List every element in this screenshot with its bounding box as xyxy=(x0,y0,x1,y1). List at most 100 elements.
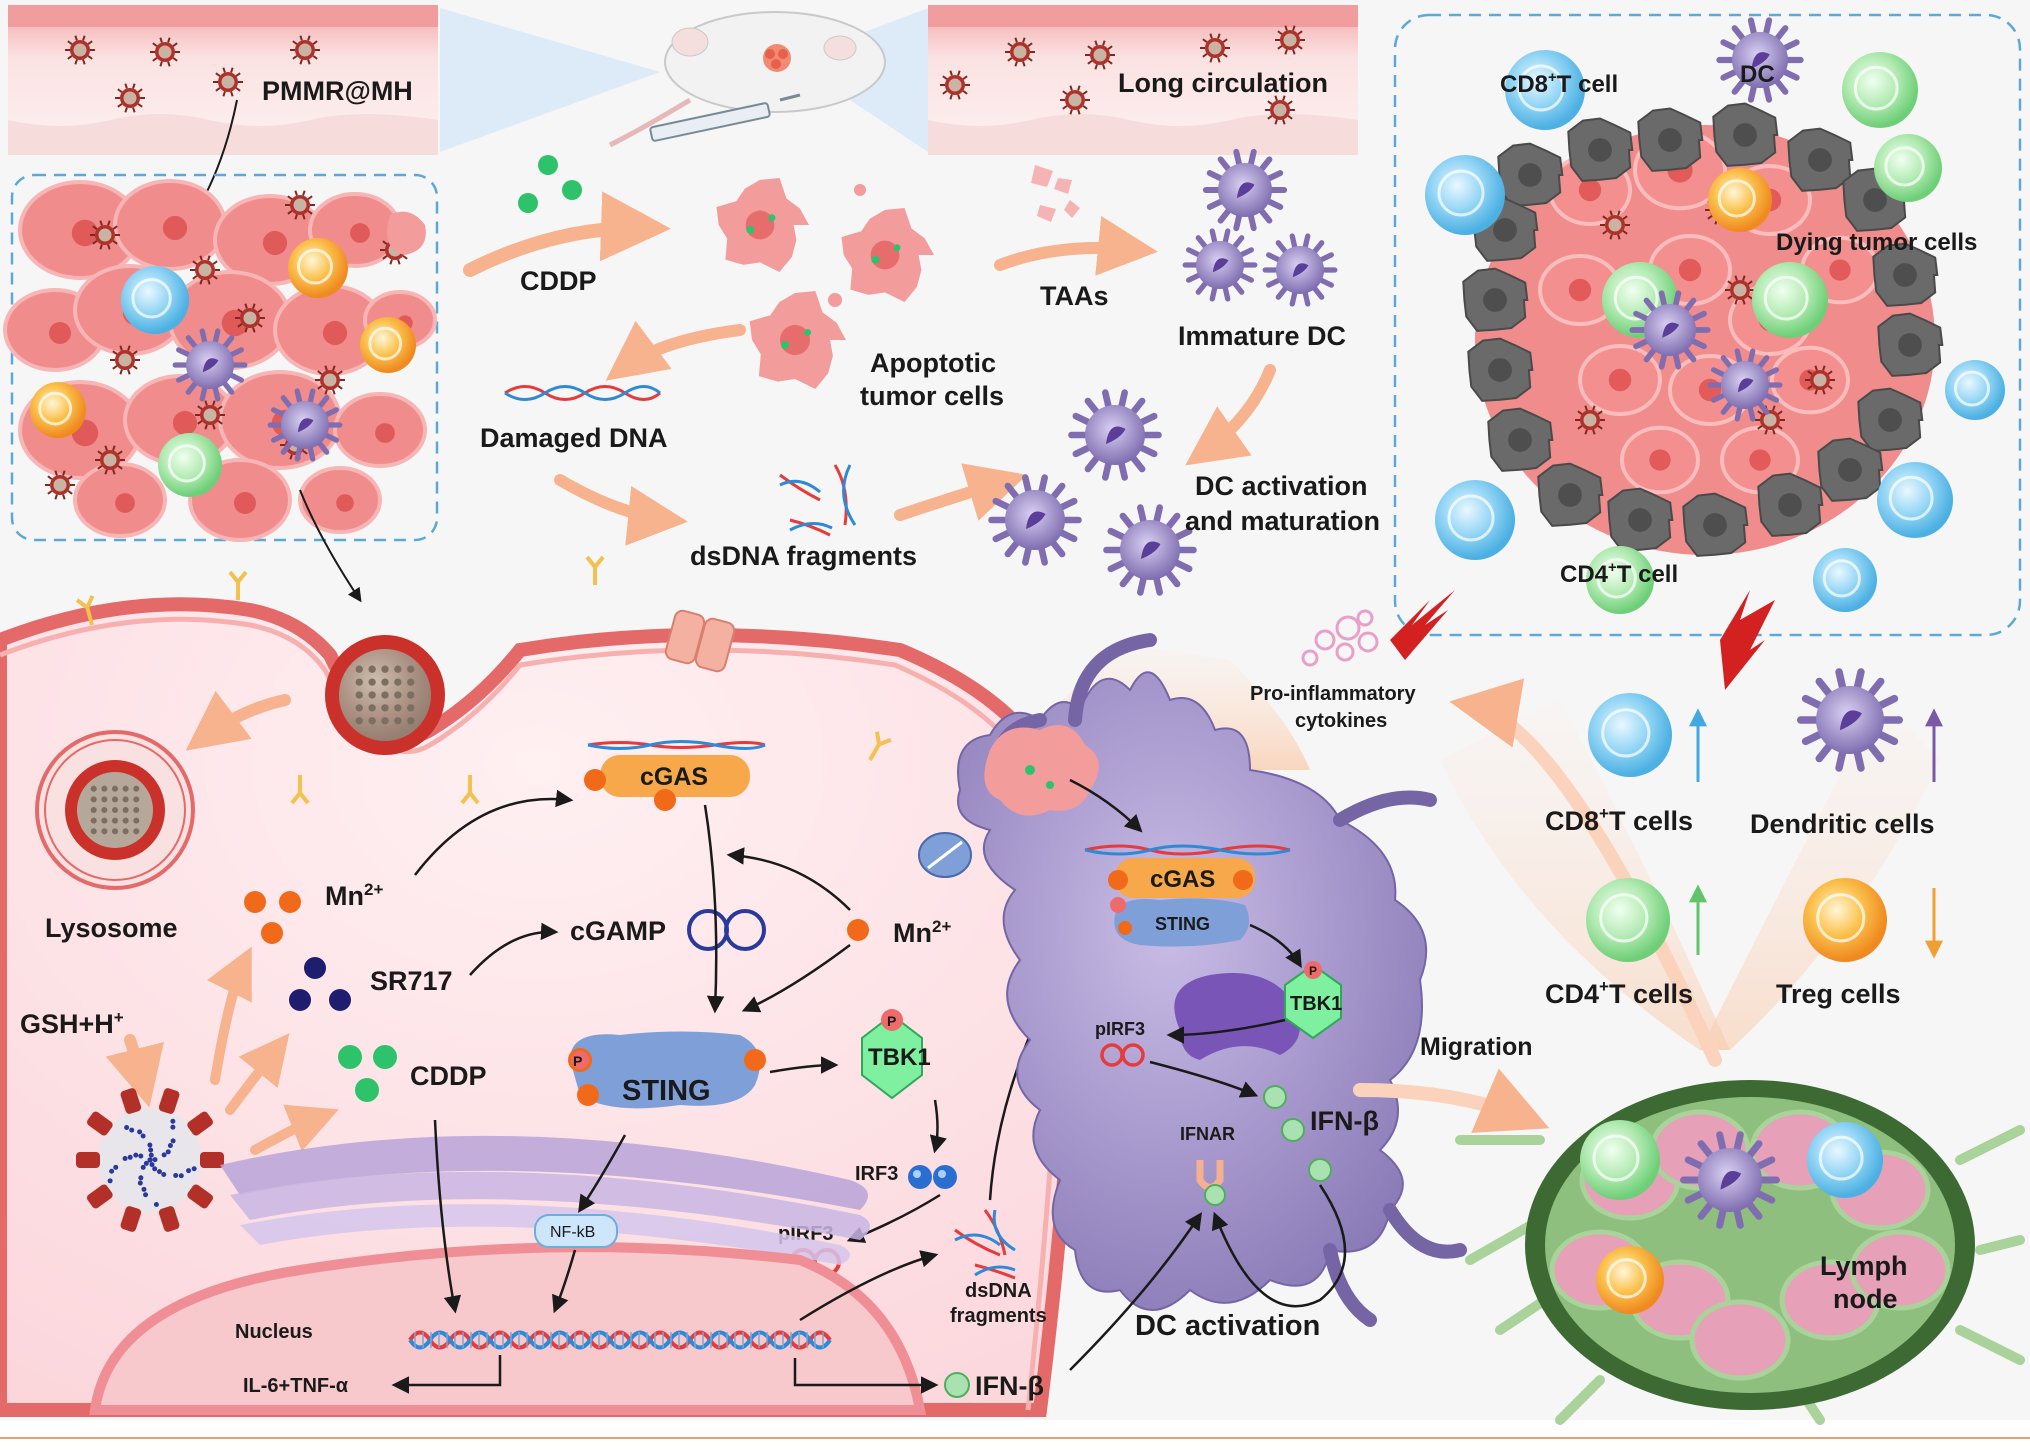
dsdna-top-label: dsDNA fragments xyxy=(690,541,917,571)
nanoparticle-icon xyxy=(1600,210,1630,240)
cgamp-label: cGAMP xyxy=(570,916,666,946)
arrow-to-cytokines xyxy=(1449,678,1722,1067)
degraded-fragment xyxy=(75,1151,101,1169)
ifnb-dc-molecule-3 xyxy=(1308,1158,1332,1182)
tme-dc-cell xyxy=(1707,348,1783,422)
tissue-treg-cell xyxy=(288,238,348,298)
sting-dc xyxy=(1110,897,1249,947)
tbk1-dc-p: P xyxy=(1309,964,1317,978)
dc-membrane-channel xyxy=(918,832,972,878)
arrow-to-ifnb xyxy=(793,1358,939,1394)
tme-cd8-cell xyxy=(1813,548,1877,612)
arrow-sting-dc-to-tbk1 xyxy=(1249,923,1302,969)
blood-vessel-right xyxy=(928,5,1358,155)
nanoparticle-icon xyxy=(1005,37,1035,67)
nanoparticle-icon xyxy=(95,445,125,475)
mouse-illustration xyxy=(608,11,886,148)
degraded-fragment xyxy=(120,1206,142,1232)
sting-protein xyxy=(568,1031,766,1109)
dc-activation-label-1: DC activation xyxy=(1195,471,1368,501)
lymph-node xyxy=(1455,1080,2025,1425)
tme-cd4-cell xyxy=(1586,546,1654,614)
lysosome xyxy=(35,730,195,890)
lymph-cd8-icon xyxy=(1588,693,1672,777)
damaged-dna-strand xyxy=(504,385,661,401)
nanoparticle-icon xyxy=(290,35,320,65)
tme-cd8-cell xyxy=(1877,462,1953,538)
circulating-nanoparticles xyxy=(65,25,1305,125)
nanoparticle-icon xyxy=(1265,95,1295,125)
nuclear-dna xyxy=(408,1330,832,1350)
activated-dc xyxy=(1103,504,1197,596)
gsh-label: GSH+H+ xyxy=(20,1008,124,1039)
taa-fragments xyxy=(1031,165,1080,222)
degraded-fragment xyxy=(158,1088,180,1114)
tissue-treg-cell xyxy=(360,317,416,373)
receptor-icon xyxy=(290,775,310,805)
cgamp-rings xyxy=(687,909,766,951)
dying-tumor-cell xyxy=(1787,127,1854,192)
nanoparticle-icon xyxy=(1200,33,1230,63)
ifnb-molecule-left xyxy=(944,1372,970,1398)
arrow-to-cytokines xyxy=(391,1355,502,1394)
cgas-complex-left xyxy=(584,740,766,811)
ifnb-dc-molecule-2 xyxy=(1281,1118,1305,1142)
endocytosis-nanoparticle xyxy=(325,635,445,755)
arrow-cgas-to-sting xyxy=(703,804,725,1014)
dying-tumor-cell xyxy=(1567,117,1634,182)
lymph-follicle xyxy=(1689,1299,1791,1381)
irf3-dimer xyxy=(908,1165,957,1189)
node-treg-cell xyxy=(1596,1246,1664,1314)
arrow-to-lysosome xyxy=(185,690,291,751)
nanoparticle-icon xyxy=(1575,405,1605,435)
dying-tumor-cell xyxy=(1462,267,1529,332)
cddp-dots-cell xyxy=(338,1045,397,1102)
activated-dc-group xyxy=(988,389,1197,596)
tme-dc-cell xyxy=(1716,17,1804,103)
zoom-beam-left xyxy=(440,8,660,152)
tumor-microenvironment-box xyxy=(1393,13,2022,637)
tme-cd4-cell xyxy=(1874,134,1942,202)
ifnar-receptor xyxy=(1196,1160,1226,1206)
membrane-channel xyxy=(664,609,736,673)
il6-tnf-label: IL-6+TNF-α xyxy=(243,1375,349,1397)
blood-vessel-left xyxy=(8,5,438,155)
lymph-label-1: Lymph xyxy=(1820,1251,1908,1281)
cytokines-label-1: Pro-inflammatory xyxy=(1250,683,1416,705)
ifnar-label: IFNAR xyxy=(1180,1124,1235,1144)
arrow-taas xyxy=(994,215,1158,276)
degraded-fragment xyxy=(200,1152,224,1168)
receptor-icon xyxy=(75,595,95,626)
beam-dendritic xyxy=(1700,700,1940,1050)
cytokine-cluster xyxy=(1301,609,1379,667)
tissue-dc-cell xyxy=(267,388,343,462)
cd8-cells-label: CD8+T cells xyxy=(1545,804,1693,836)
tumor-tissue xyxy=(3,179,437,542)
tumor-mass xyxy=(1475,125,1935,555)
apoptotic-label-1: Apoptotic xyxy=(870,348,996,378)
lymph-treg-icon xyxy=(1803,878,1887,962)
sting-dc-label: STING xyxy=(1155,914,1210,934)
immature-dc-group xyxy=(1182,148,1338,307)
cd8-tcell-label: CD8+T cell xyxy=(1500,69,1618,98)
arrow-nfkb-to-dna xyxy=(552,1249,577,1314)
tbk1-dc xyxy=(1284,961,1342,1040)
lightning-bolt-2 xyxy=(1720,590,1775,690)
degraded-nanoparticle xyxy=(75,1088,224,1232)
dsdna-cell-label-1: dsDNA xyxy=(965,1280,1032,1302)
lymph-vessel xyxy=(1975,1235,2025,1255)
pmmr-mh-label: PMMR@MH xyxy=(262,76,413,106)
cd4-cells-label: CD4+T cells xyxy=(1545,977,1693,1009)
arrow-tbk1-to-pirf3-dc xyxy=(1166,1018,1286,1044)
pirf3-dc-label: pIRF3 xyxy=(1095,1019,1145,1039)
tbk1-p-label: P xyxy=(887,1013,896,1029)
arrow-release-mn xyxy=(206,946,252,1085)
nanoparticle-icon xyxy=(235,303,265,333)
degraded-fragment xyxy=(87,1111,113,1136)
dying-tumor-cell xyxy=(1757,472,1824,537)
receptor-icon xyxy=(868,731,892,761)
cgas-complex-dc xyxy=(1084,844,1291,898)
mn-left-label: Mn2+ xyxy=(325,880,383,911)
cddp-cell-label: CDDP xyxy=(410,1061,487,1091)
